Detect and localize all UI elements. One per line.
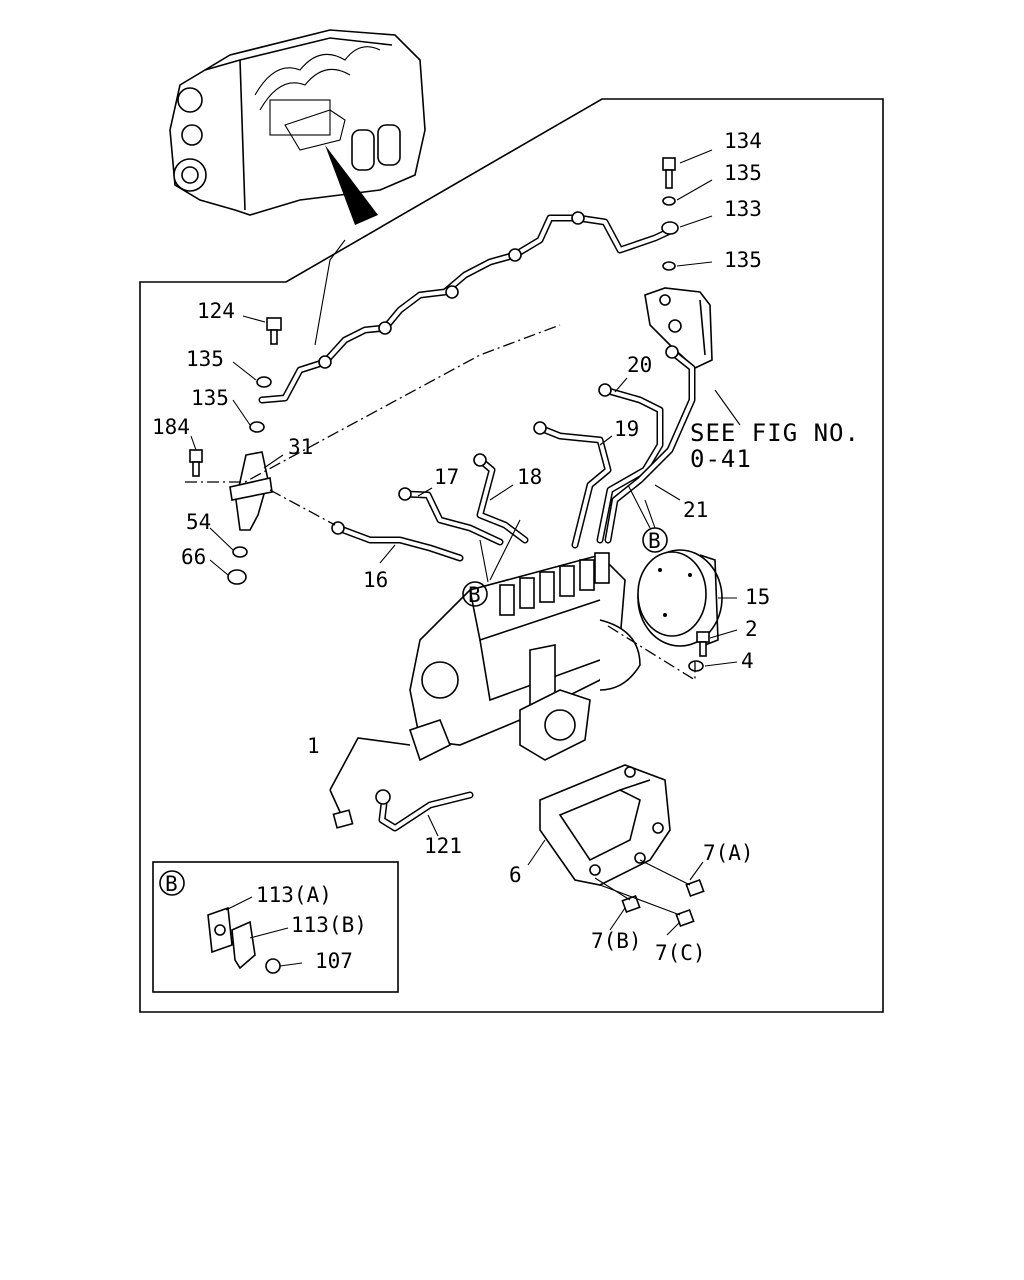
see-fig-number: 0-41 [690, 445, 752, 473]
callout-20: 20 [627, 353, 652, 377]
svg-text:B: B [648, 529, 661, 553]
feed-pipes [331, 345, 696, 562]
callout-15: 15 [745, 585, 770, 609]
callout-184: 184 [152, 415, 190, 439]
callout-6: 6 [509, 863, 522, 887]
callout-107: 107 [315, 949, 353, 973]
callout-2: 2 [745, 617, 758, 641]
callout-135a: 135 [724, 161, 762, 185]
callout-135d: 135 [191, 386, 229, 410]
callout-7c: 7(C) [655, 941, 706, 965]
callout-121: 121 [424, 834, 462, 858]
inset-b: B [152, 861, 399, 993]
main-frame [139, 98, 884, 1013]
callout-31: 31 [288, 435, 313, 459]
callout-1: 1 [307, 734, 320, 758]
svg-text:B: B [468, 583, 481, 607]
callout-135c: 135 [186, 347, 224, 371]
callout-54: 54 [186, 510, 211, 534]
see-fig-reference: SEE FIG NO. [690, 419, 860, 447]
callout-21: 21 [683, 498, 708, 522]
callout-113b: 113(B) [291, 913, 367, 937]
drain-pipe [329, 737, 474, 832]
callout-66: 66 [181, 545, 206, 569]
callout-124: 124 [197, 299, 235, 323]
callout-19: 19 [614, 417, 639, 441]
callout-17: 17 [434, 465, 459, 489]
leader-lines [190, 149, 741, 967]
callout-18: 18 [517, 465, 542, 489]
callout-134: 134 [724, 129, 762, 153]
b-marker-1: B [642, 527, 668, 553]
callout-7b: 7(B) [591, 929, 642, 953]
callout-labels: 134 135 133 135 124 135 135 184 31 54 66… [152, 129, 860, 973]
b-marker-2: B [462, 581, 488, 607]
callout-16: 16 [363, 568, 388, 592]
centerline [185, 324, 561, 483]
inset-b-marker: B [165, 872, 178, 896]
banjo-fittings [644, 157, 713, 369]
callout-135b: 135 [724, 248, 762, 272]
injection-pipes [258, 211, 672, 404]
injection-pump [408, 552, 641, 762]
callout-4: 4 [741, 649, 754, 673]
pump-bracket [539, 764, 705, 928]
timer-gear [637, 549, 723, 672]
callout-7a: 7(A) [703, 841, 754, 865]
callout-133: 133 [724, 197, 762, 221]
callout-113a: 113(A) [256, 883, 332, 907]
injector-assembly [189, 317, 282, 585]
engine-thumbnail [169, 29, 426, 225]
